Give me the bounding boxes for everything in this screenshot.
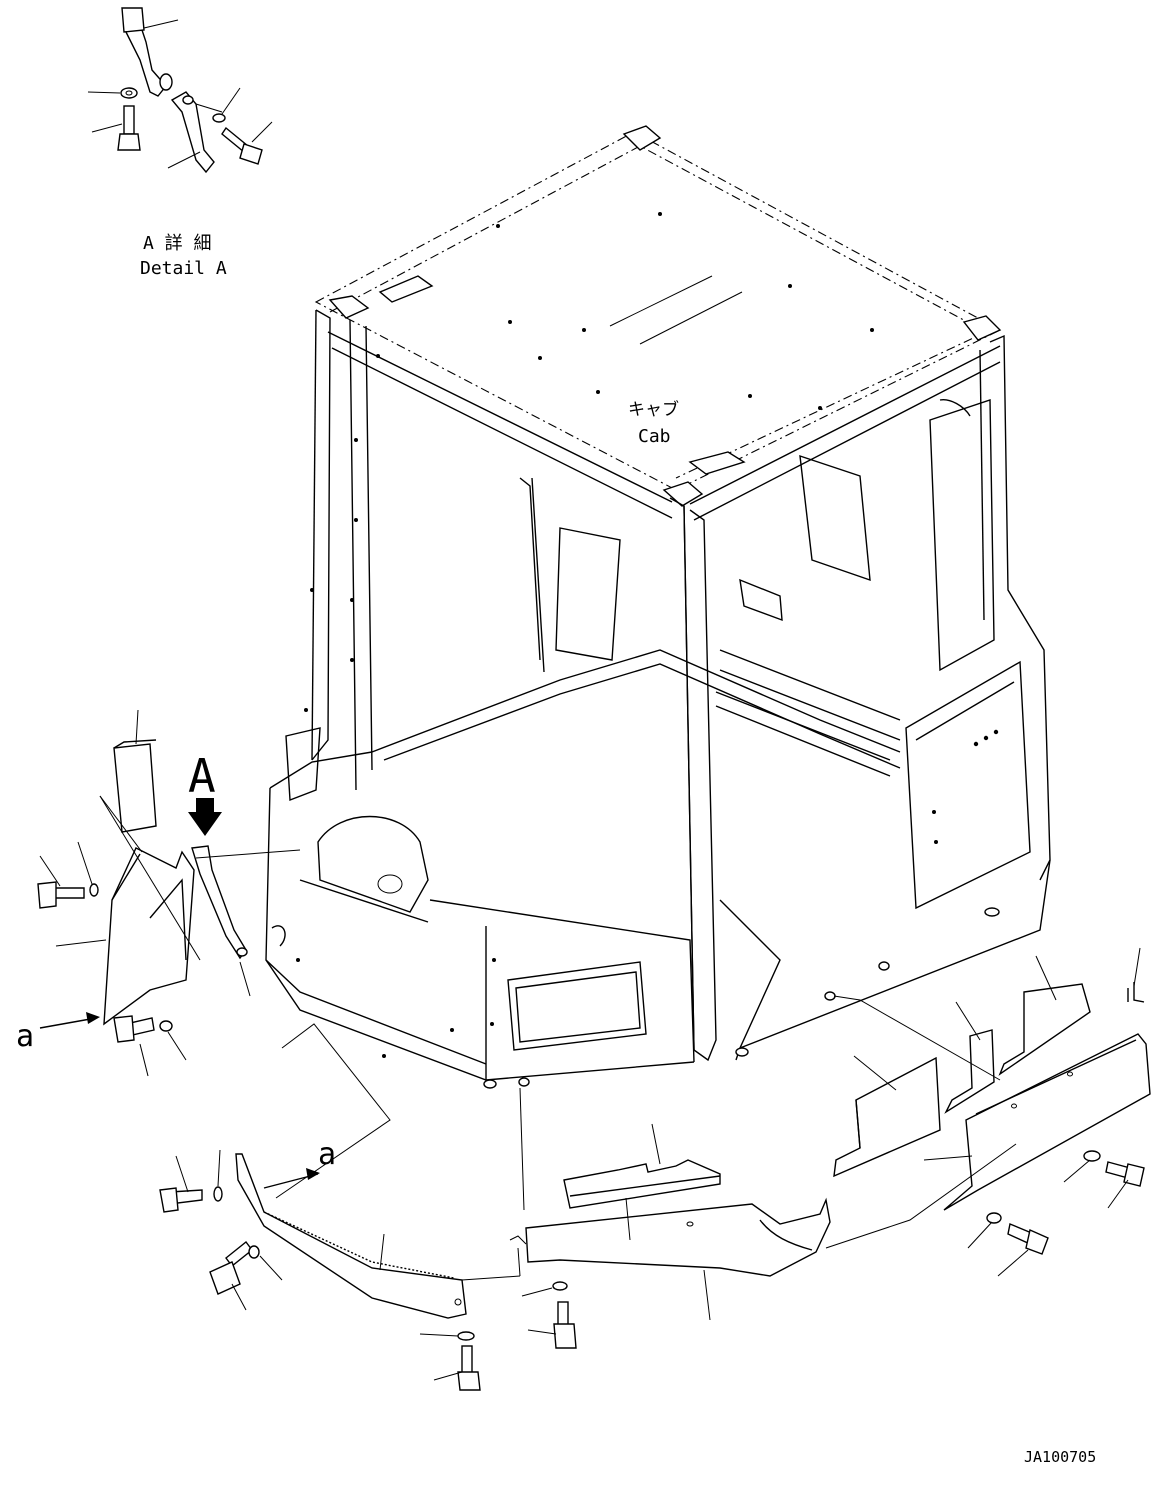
cab-label-en: Cab: [638, 426, 671, 447]
bottom-right-cover: [825, 947, 1151, 1277]
bottom-center-cover: [509, 1087, 831, 1349]
detail-a-title-jp: A 詳 細: [143, 233, 212, 254]
detail-a-group: [87, 7, 273, 174]
view-a-marker: A: [188, 749, 216, 803]
drawing-id: JA100705: [1024, 1448, 1096, 1466]
cab-frame: [265, 125, 1051, 1089]
ref-a-left: a: [16, 1019, 34, 1054]
cab-label-jp: キャブ: [628, 399, 679, 420]
left-cover-parts: [37, 709, 301, 1077]
bottom-front-cover: [159, 1023, 521, 1391]
detail-a-title-en: Detail A: [140, 258, 227, 279]
ref-a-bottom: a: [318, 1137, 336, 1172]
view-a-arrow-icon: [188, 798, 222, 836]
